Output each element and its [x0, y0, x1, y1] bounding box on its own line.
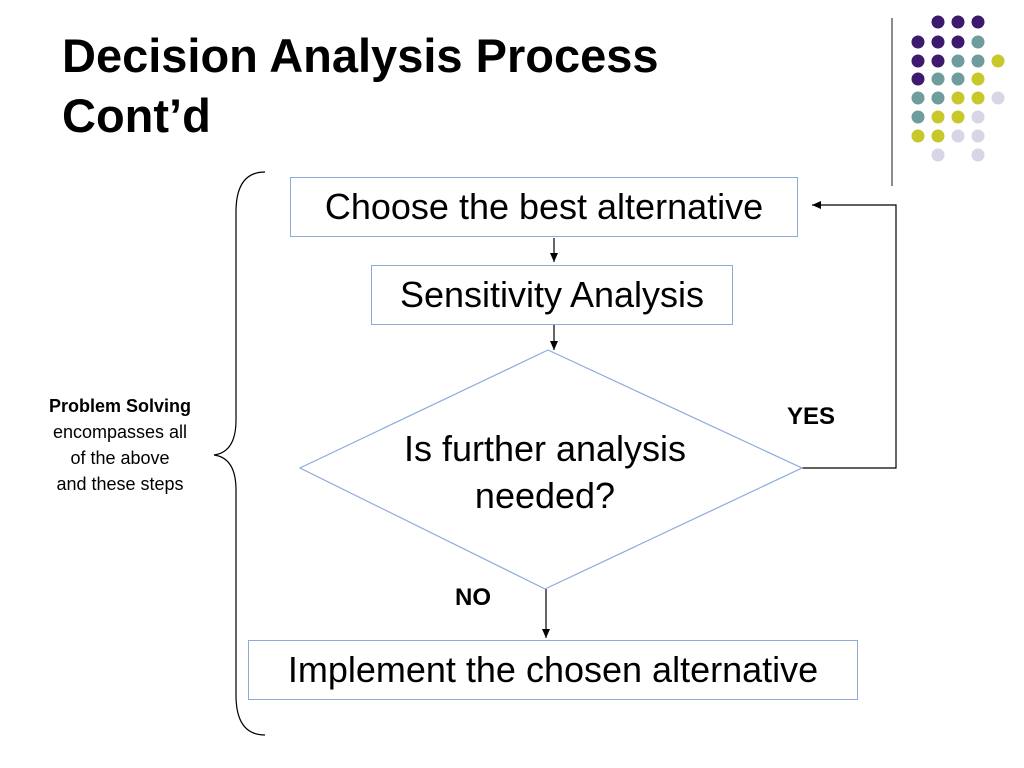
decorative-dot: [991, 54, 1005, 68]
decorative-dot: [971, 110, 985, 124]
decorative-dot: [911, 35, 925, 49]
arrow-yes-loop-back: [802, 201, 897, 469]
page-title: Decision Analysis Process Cont’d: [62, 26, 842, 146]
step-sensitivity-analysis: Sensitivity Analysis: [371, 265, 733, 325]
no-label: NO: [455, 584, 491, 611]
curly-brace: [213, 171, 266, 736]
decorative-dot-grid: [911, 15, 1005, 162]
decorative-dot: [911, 91, 925, 105]
decorative-dot: [931, 129, 945, 143]
decision-line-1: Is further analysis: [403, 428, 687, 469]
decorative-dot: [971, 129, 985, 143]
decorative-dot: [951, 91, 965, 105]
decorative-dot: [951, 129, 965, 143]
decorative-dot: [951, 54, 965, 68]
title-line-2: Cont’d: [62, 89, 211, 142]
decorative-dot: [931, 110, 945, 124]
note-line-1: encompasses all: [52, 422, 188, 442]
decorative-dot: [931, 35, 945, 49]
decorative-dot: [911, 72, 925, 86]
decision-diamond: [298, 349, 804, 590]
step-implement-chosen-alternative: Implement the chosen alternative: [248, 640, 858, 700]
decorative-dot: [911, 129, 925, 143]
note-line-2: of the above: [70, 448, 170, 468]
decorative-dot: [931, 148, 945, 162]
decorative-dot: [971, 35, 985, 49]
step-implement-label: Implement the chosen alternative: [287, 649, 819, 690]
decorative-dot: [971, 91, 985, 105]
step-choose-best-alternative: Choose the best alternative: [290, 177, 798, 237]
decorative-dot: [931, 91, 945, 105]
note-bold-text: Problem Solving: [48, 396, 192, 416]
decorative-dot: [971, 54, 985, 68]
decorative-dot: [931, 72, 945, 86]
title-line-1: Decision Analysis Process: [62, 29, 659, 82]
decorative-dot: [951, 72, 965, 86]
decorative-dot: [951, 35, 965, 49]
decorative-dot: [951, 15, 965, 29]
decorative-dot: [911, 54, 925, 68]
decorative-dot: [971, 148, 985, 162]
decision-text: Is further analysis needed?: [380, 425, 710, 519]
decorative-dot: [951, 110, 965, 124]
note-line-3: and these steps: [56, 474, 184, 494]
decorative-dot: [911, 110, 925, 124]
decorative-dot: [931, 54, 945, 68]
yes-label: YES: [787, 403, 836, 430]
step-choose-label: Choose the best alternative: [324, 186, 764, 227]
decorative-dot: [971, 72, 985, 86]
decorative-dot: [971, 15, 985, 29]
step-sensitivity-label: Sensitivity Analysis: [399, 274, 705, 315]
problem-solving-note: Problem Solving encompasses all of the a…: [18, 393, 222, 497]
decision-line-2: needed?: [474, 475, 616, 516]
decorative-dot: [931, 15, 945, 29]
decorative-dot: [991, 91, 1005, 105]
